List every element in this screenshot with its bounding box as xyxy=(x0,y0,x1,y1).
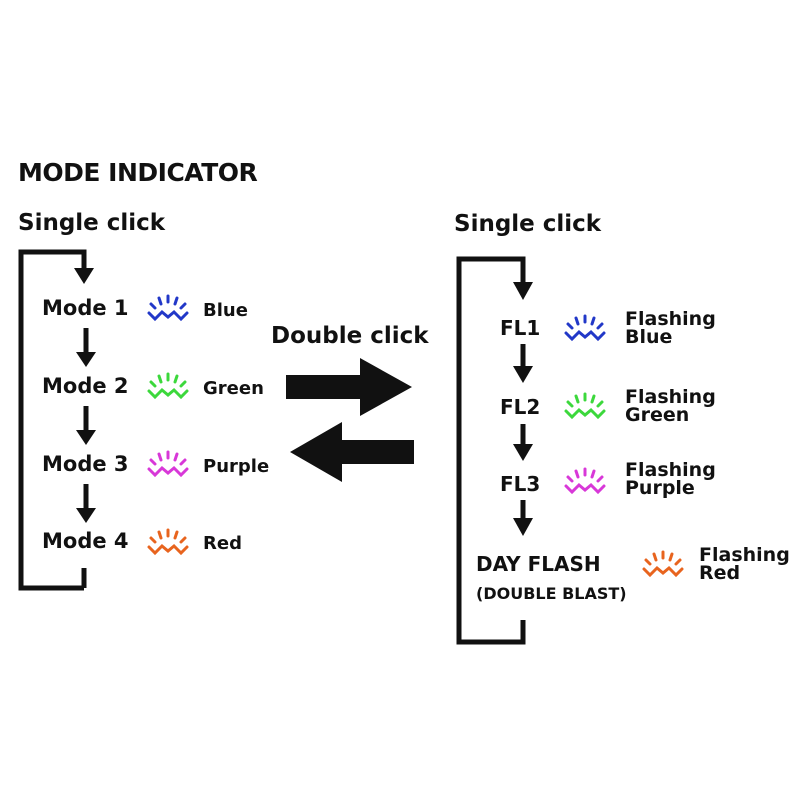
left-down-arrows xyxy=(76,328,96,523)
double-blast-label: (DOUBLE BLAST) xyxy=(476,584,627,603)
mode-3-label: Mode 3 xyxy=(42,452,129,476)
mode-3-color: Purple xyxy=(203,456,270,477)
double-click-arrows xyxy=(286,358,414,482)
mode-2-color: Green xyxy=(203,378,264,399)
mode-1-color: Blue xyxy=(203,300,248,321)
blue-light-icon xyxy=(563,314,607,342)
day-flash-line1: Flashing xyxy=(699,544,790,566)
green-light-icon xyxy=(146,372,190,400)
mode-4-label: Mode 4 xyxy=(42,529,129,553)
red-light-icon xyxy=(146,528,190,556)
fl2-line1: Flashing xyxy=(625,386,716,408)
fl2-label: FL2 xyxy=(500,395,541,419)
fl1-line2: Blue xyxy=(625,326,673,348)
right-down-arrows xyxy=(513,344,533,536)
mode-4-color: Red xyxy=(203,533,242,554)
double-click-label: Double click xyxy=(271,323,429,349)
right-loop-arrowhead xyxy=(513,282,533,300)
fl2-description: Flashing Green xyxy=(625,386,716,426)
right-single-click-label: Single click xyxy=(454,211,602,237)
day-flash-label: DAY FLASH xyxy=(476,552,601,576)
purple-light-icon xyxy=(146,450,190,478)
day-flash-line2: Red xyxy=(699,562,741,584)
fl2-line2: Green xyxy=(625,404,690,426)
day-flash-description: Flashing Red xyxy=(699,544,790,584)
page-title: MODE INDICATOR xyxy=(18,158,258,187)
mode-1-label: Mode 1 xyxy=(42,296,129,320)
fl3-line1: Flashing xyxy=(625,459,716,481)
fl1-description: Flashing Blue xyxy=(625,308,716,348)
blue-light-icon xyxy=(146,294,190,322)
right-loop-line xyxy=(456,256,526,645)
fl3-label: FL3 xyxy=(500,472,541,496)
fl3-line2: Purple xyxy=(625,477,695,499)
fl1-line1: Flashing xyxy=(625,308,716,330)
fl3-description: Flashing Purple xyxy=(625,459,716,499)
left-single-click-label: Single click xyxy=(18,210,166,236)
left-loop-line xyxy=(18,249,87,591)
left-arrow xyxy=(290,422,414,482)
mode-2-label: Mode 2 xyxy=(42,374,129,398)
red-light-icon xyxy=(641,550,685,578)
fl1-label: FL1 xyxy=(500,316,541,340)
green-light-icon xyxy=(563,392,607,420)
left-loop-arrowhead xyxy=(74,268,94,284)
right-arrow xyxy=(286,358,412,416)
purple-light-icon xyxy=(563,467,607,495)
